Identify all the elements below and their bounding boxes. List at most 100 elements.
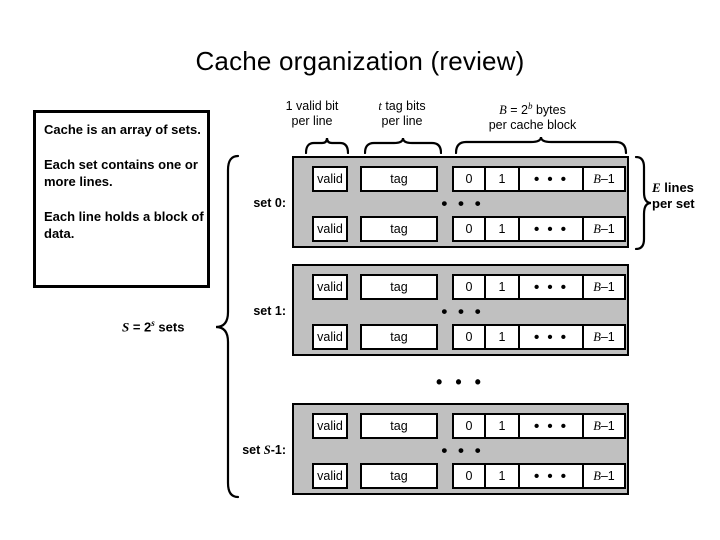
tag-column-label: t tag bits per line [358, 99, 446, 129]
byte-last-suffix: –1 [600, 419, 615, 433]
valid-cell: valid [312, 324, 348, 350]
byte-0-cell: 0 [452, 216, 486, 242]
byte-last-cell: B–1 [584, 166, 626, 192]
tag-cell: tag [360, 166, 438, 192]
block-cell-group: 0 1 • • • B–1 [452, 463, 626, 489]
byte-ellipsis-cell: • • • [520, 166, 584, 192]
byte-last-cell: B–1 [584, 274, 626, 300]
byte-last-cell: B–1 [584, 216, 626, 242]
tag-label-line2: per line [381, 114, 423, 128]
description-box: Cache is an array of sets. Each set cont… [33, 110, 210, 288]
block-label-line2: per cache block [488, 118, 577, 133]
tag-label-line1: tag bits [381, 99, 426, 113]
block-cell-group: 0 1 • • • B–1 [452, 274, 626, 300]
cache-line-row: valid tag 0 1 • • • B–1 [312, 324, 626, 350]
valid-cell: valid [312, 166, 348, 192]
tag-cell: tag [360, 463, 438, 489]
byte-ellipsis-cell: • • • [520, 413, 584, 439]
byte-last-italic-B: B [593, 171, 601, 186]
tag-cell: tag [360, 324, 438, 350]
page-title: Cache organization (review) [195, 46, 525, 76]
tag-brace [364, 138, 442, 154]
valid-label-line2: per line [291, 114, 333, 128]
byte-1-cell: 1 [486, 166, 520, 192]
byte-1-cell: 1 [486, 463, 520, 489]
byte-last-cell: B–1 [584, 324, 626, 350]
set-1-label: set 1: [253, 304, 286, 318]
byte-last-italic-B: B [593, 418, 601, 433]
cache-line-row: valid tag 0 1 • • • B–1 [312, 166, 626, 192]
byte-last-suffix: –1 [600, 280, 615, 294]
s-sets-exponent: s [151, 318, 155, 328]
block-cell-group: 0 1 • • • B–1 [452, 216, 626, 242]
byte-1-cell: 1 [486, 216, 520, 242]
byte-0-cell: 0 [452, 274, 486, 300]
cache-line-row: valid tag 0 1 • • • B–1 [312, 216, 626, 242]
e-lines-line2: per set [652, 196, 695, 211]
block-label-line1: bytes [532, 103, 566, 118]
tag-cell: tag [360, 413, 438, 439]
byte-0-cell: 0 [452, 413, 486, 439]
e-lines-per-set-label: E lines per set [652, 180, 695, 212]
set-inner-ellipsis: • • • [441, 194, 484, 213]
cache-line-row: valid tag 0 1 • • • B–1 [312, 413, 626, 439]
e-lines-brace [630, 155, 652, 251]
byte-last-italic-B: B [593, 221, 601, 236]
byte-last-suffix: –1 [600, 469, 615, 483]
valid-cell: valid [312, 413, 348, 439]
description-line-1: Cache is an array of sets. [44, 122, 201, 137]
block-label-eq: = 2 [506, 103, 528, 118]
set-s1-suffix: -1: [270, 443, 286, 457]
byte-0-cell: 0 [452, 463, 486, 489]
s-sets-label: S = 2s sets [122, 318, 184, 335]
s-sets-brace [214, 154, 240, 499]
block-label-italic-B: B [499, 103, 507, 118]
byte-1-cell: 1 [486, 274, 520, 300]
tag-cell: tag [360, 216, 438, 242]
cache-line-row: valid tag 0 1 • • • B–1 [312, 274, 626, 300]
set-s1-italic-S: S [263, 443, 271, 457]
s-sets-italic-S: S [122, 319, 130, 335]
cache-line-row: valid tag 0 1 • • • B–1 [312, 463, 626, 489]
valid-cell: valid [312, 274, 348, 300]
between-sets-ellipsis: • • • [436, 372, 485, 392]
set-0-label: set 0: [253, 196, 286, 210]
byte-last-cell: B–1 [584, 413, 626, 439]
e-lines-italic-E: E [652, 180, 661, 195]
byte-ellipsis-cell: • • • [520, 274, 584, 300]
byte-1-cell: 1 [486, 324, 520, 350]
block-column-label: B = 2b bytes per cache block [455, 99, 610, 133]
s-sets-eq: = 2 [129, 319, 152, 335]
valid-cell: valid [312, 216, 348, 242]
byte-0-cell: 0 [452, 166, 486, 192]
block-cell-group: 0 1 • • • B–1 [452, 413, 626, 439]
byte-ellipsis-cell: • • • [520, 463, 584, 489]
byte-last-suffix: –1 [600, 330, 615, 344]
set-inner-ellipsis: • • • [441, 302, 484, 321]
byte-last-italic-B: B [593, 329, 601, 344]
description-line-2: Each set contains one or more lines. [44, 157, 198, 189]
byte-ellipsis-cell: • • • [520, 324, 584, 350]
valid-cell: valid [312, 463, 348, 489]
set-inner-ellipsis: • • • [441, 441, 484, 460]
byte-last-suffix: –1 [600, 222, 615, 236]
byte-last-cell: B–1 [584, 463, 626, 489]
description-line-3: Each line holds a block of data. [44, 209, 204, 241]
block-label-exponent: b [527, 101, 533, 111]
byte-ellipsis-cell: • • • [520, 216, 584, 242]
s-sets-suffix: sets [154, 319, 185, 335]
block-cell-group: 0 1 • • • B–1 [452, 166, 626, 192]
byte-1-cell: 1 [486, 413, 520, 439]
set-s-minus-1-label: set S-1: [180, 443, 286, 458]
valid-column-label: 1 valid bit per line [266, 99, 358, 129]
valid-label-line1: 1 valid bit [285, 99, 339, 113]
byte-last-italic-B: B [593, 279, 601, 294]
set-s-minus-1-block: valid tag 0 1 • • • B–1 • • • valid tag … [292, 403, 629, 495]
byte-last-suffix: –1 [600, 172, 615, 186]
set-1-block: valid tag 0 1 • • • B–1 • • • valid tag … [292, 264, 629, 356]
tag-cell: tag [360, 274, 438, 300]
tag-label-italic-t: t [378, 99, 382, 113]
byte-0-cell: 0 [452, 324, 486, 350]
block-brace [455, 137, 628, 154]
byte-last-italic-B: B [593, 468, 601, 483]
